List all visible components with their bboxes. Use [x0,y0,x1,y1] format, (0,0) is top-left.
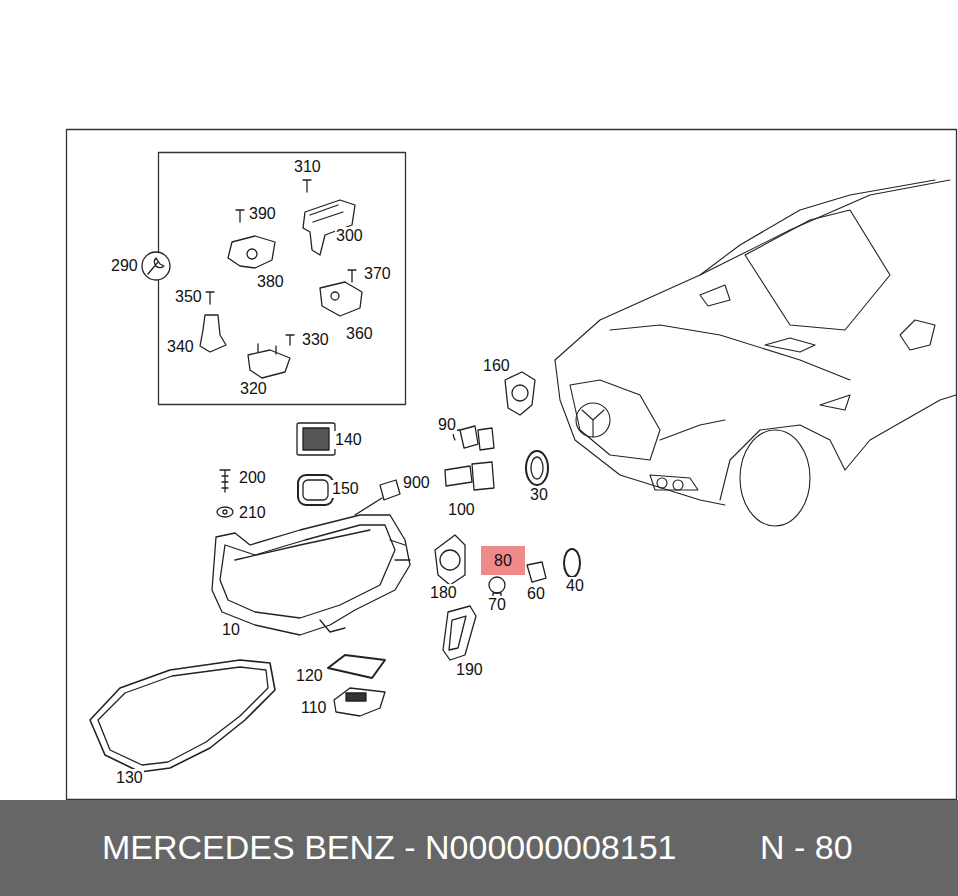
wrench-symbol [142,252,170,280]
bulb-cap [505,372,535,415]
gasket [298,475,333,505]
gasket-inner [303,480,328,500]
module-top [346,693,366,701]
washer-hole [223,510,227,514]
highlight-box: 80 [481,546,525,575]
cap-center [512,385,528,401]
callout-number: 900 [402,474,431,492]
bulb [489,577,505,593]
callout-number: 140 [334,431,363,449]
lamp-module-inner [449,616,466,650]
callout-number: 130 [115,769,144,787]
screw [220,470,230,492]
callout-number: 290 [110,257,139,275]
cover-ring-inner [531,457,543,479]
callout-number: 120 [295,667,324,685]
lamp-socket [435,535,465,585]
lamp-module [443,606,476,660]
callout-number: 80 [494,552,512,570]
callout-number: 160 [482,357,511,375]
callout-number: 60 [526,585,546,603]
callout-number: 360 [345,325,374,343]
headlamp-lens [90,660,275,772]
callout-number: 180 [429,584,458,602]
callout-number: 10 [221,621,241,639]
wire [355,498,382,515]
wrench-icon [148,258,164,274]
washer [217,507,233,517]
kit-inset [159,153,406,405]
callout-number: 40 [565,577,585,595]
callout-number: 330 [301,331,330,349]
diagram-frame [67,130,957,800]
cover-ring [526,451,548,485]
callout-number: 190 [455,661,484,679]
ballast-module [334,688,385,716]
callout-number: 70 [487,596,507,614]
callout-number: 30 [529,486,549,504]
callout-number: 310 [293,158,322,176]
callout-number: 370 [363,265,392,283]
footer-band: MERCEDES BENZ - N000000008151 N - 80 [0,800,958,896]
callout-number: 300 [335,227,364,245]
seal-ring [328,655,385,678]
kit-parts [200,180,362,378]
callout-number: 110 [300,699,328,717]
part-number-text: MERCEDES BENZ - N000000008151 [102,829,677,866]
cover-ring-small [564,549,580,577]
callout-number: 150 [331,480,360,498]
callout-number: 210 [238,504,267,522]
socket-center [440,550,460,570]
connector [380,480,400,500]
callout-number: 100 [447,501,476,519]
callout-number: 390 [248,205,277,223]
callout-number: 340 [166,338,195,356]
callout-number: 350 [174,288,203,306]
callout-number: 200 [238,469,267,487]
headlamp-housing [212,515,410,635]
car-outline [555,180,956,526]
callout-number: 380 [256,273,285,291]
part-number-text: N - 80 [760,829,853,866]
callout-number: 90 [437,416,457,434]
bulbs [445,426,494,490]
control-module [297,423,335,455]
bulb-socket [527,562,546,582]
callout-number: 320 [239,380,268,398]
